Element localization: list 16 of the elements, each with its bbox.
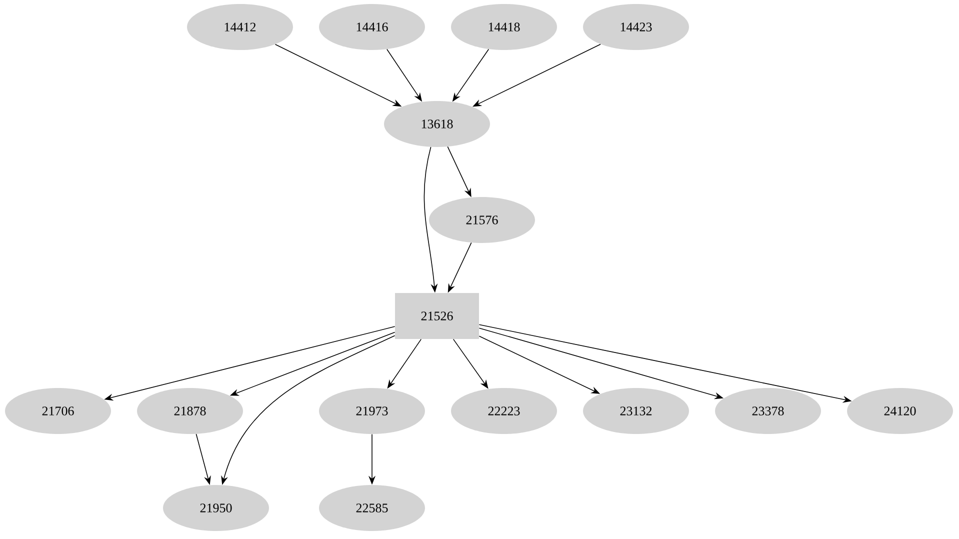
ellipse-node: 21950 xyxy=(163,485,269,531)
ellipse-node: 21878 xyxy=(137,388,243,434)
ellipse-node: 22585 xyxy=(319,485,425,531)
ellipse-node: 21576 xyxy=(429,197,535,243)
ellipse-node: 14412 xyxy=(187,4,293,50)
ellipse-node: 14418 xyxy=(451,4,557,50)
ellipse-node: 22223 xyxy=(451,388,557,434)
ellipse-node: 21973 xyxy=(319,388,425,434)
ellipse-node: 24120 xyxy=(847,388,953,434)
ellipse-node: 14423 xyxy=(583,4,689,50)
ellipse-node: 21706 xyxy=(5,388,111,434)
process-box: 21526 xyxy=(395,293,479,339)
ellipse-node: 23132 xyxy=(583,388,689,434)
ellipse-node: 23378 xyxy=(715,388,821,434)
ellipse-node: 14416 xyxy=(319,4,425,50)
ellipse-node: 13618 xyxy=(384,101,490,147)
